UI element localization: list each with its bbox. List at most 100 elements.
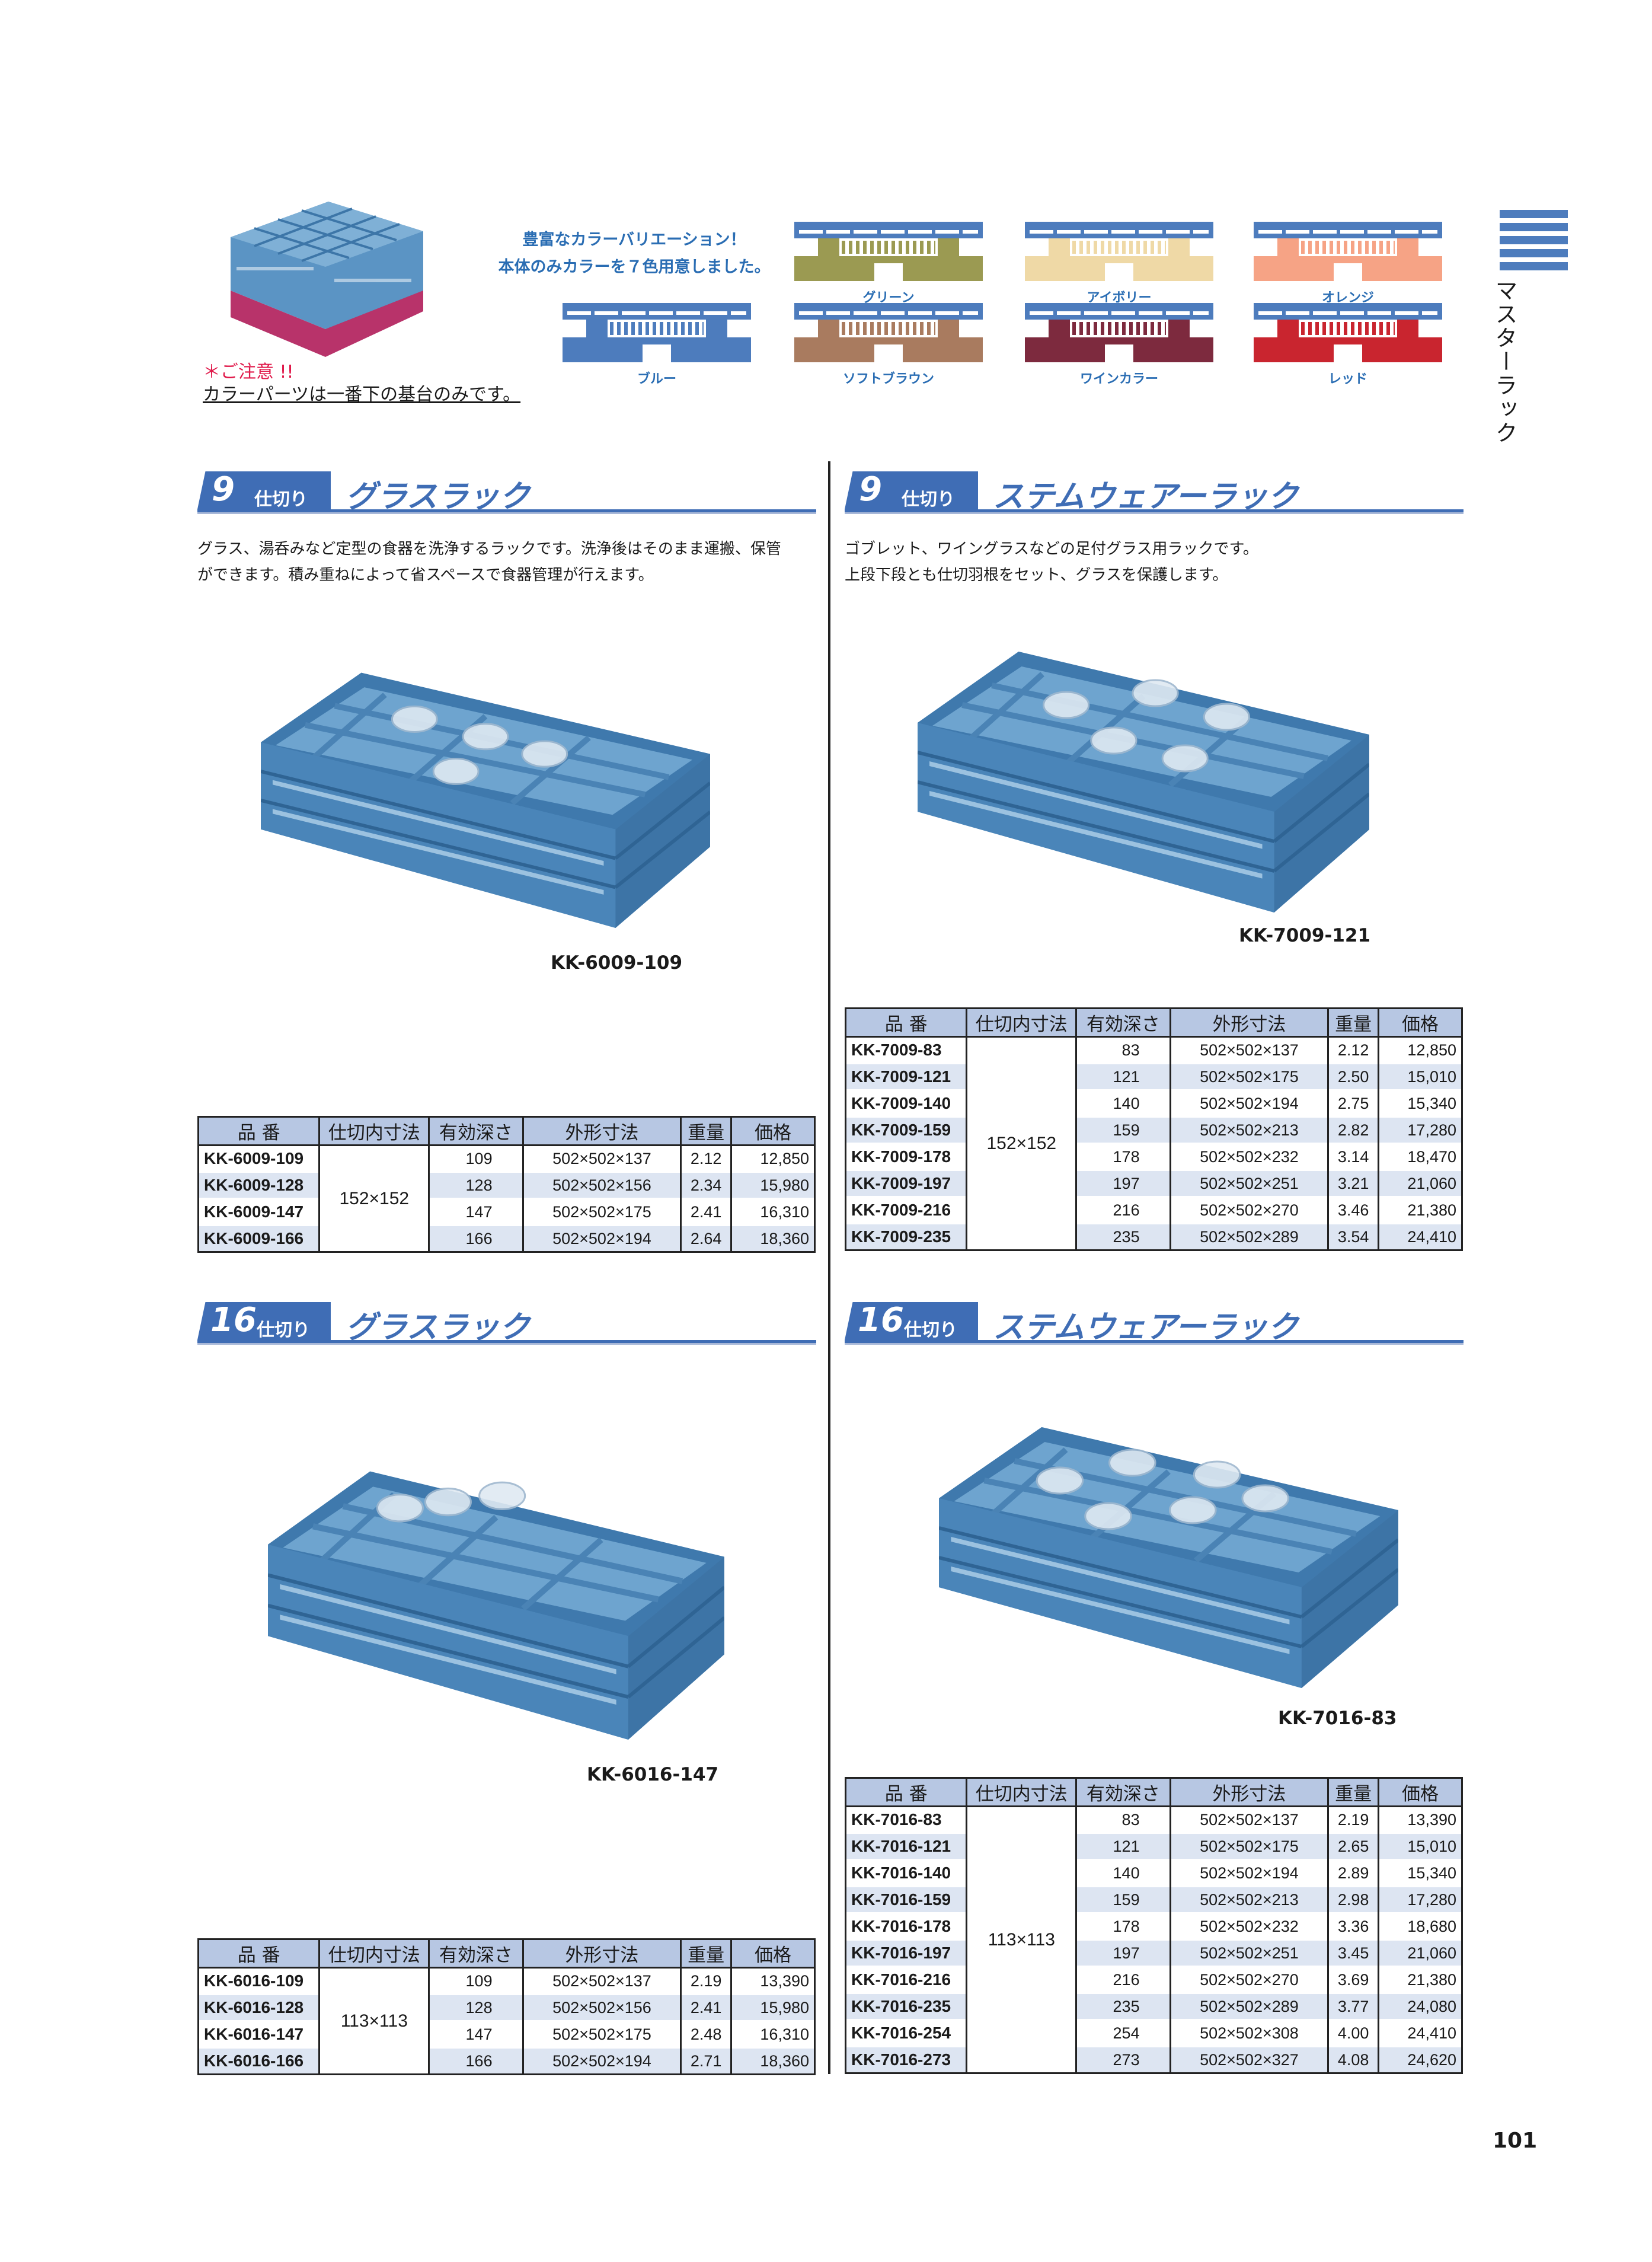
product-code: KK-7016-83 bbox=[844, 1805, 968, 1833]
color-swatch-0: グリーン bbox=[794, 222, 983, 306]
price: 12,850 bbox=[730, 1144, 816, 1172]
effective-depth: 178 bbox=[1075, 1143, 1171, 1170]
swatch-bars bbox=[1301, 241, 1395, 254]
swatch-bars bbox=[1072, 322, 1166, 335]
product-code: KK-7009-159 bbox=[844, 1116, 968, 1144]
swatch-notch bbox=[1105, 344, 1133, 362]
description-line: 上段下段とも仕切羽根をセット、グラスを保護します。 bbox=[845, 566, 1228, 584]
price: 24,080 bbox=[1378, 1992, 1463, 2020]
weight: 4.08 bbox=[1327, 2046, 1380, 2073]
column-header: 有効深さ bbox=[428, 1938, 524, 1969]
section-description: ゴブレット、ワイングラスなどの足付グラス用ラックです。上段下段とも仕切羽根をセッ… bbox=[845, 536, 1464, 588]
divider-unit: 仕切り bbox=[257, 1320, 310, 1341]
column-header: 重量 bbox=[1327, 1777, 1380, 1807]
divider-unit: 仕切り bbox=[254, 489, 308, 510]
color-swatch-4: ソフトブラウン bbox=[794, 303, 983, 387]
column-header: 外形寸法 bbox=[522, 1116, 682, 1146]
photo-model-label: KK-6009-109 bbox=[551, 952, 683, 974]
table-header-row: 品 番仕切内寸法有効深さ外形寸法重量価格 bbox=[197, 1116, 816, 1146]
weight: 3.45 bbox=[1327, 1939, 1380, 1967]
swatch-notch bbox=[1334, 263, 1362, 281]
color-label: レッド bbox=[1328, 372, 1367, 387]
effective-depth: 216 bbox=[1075, 1196, 1171, 1224]
column-header: 重量 bbox=[1327, 1007, 1380, 1038]
effective-depth: 140 bbox=[1075, 1859, 1171, 1887]
effective-depth: 109 bbox=[428, 1967, 524, 1995]
color-swatch-1: アイボリー bbox=[1025, 222, 1213, 306]
color-rack-photo bbox=[225, 202, 429, 357]
weight: 3.54 bbox=[1327, 1223, 1380, 1250]
outer-dimensions: 502×502×308 bbox=[1169, 2019, 1330, 2047]
weight: 3.46 bbox=[1327, 1196, 1380, 1224]
swatch-bars bbox=[842, 322, 935, 335]
outer-dimensions: 502×502×213 bbox=[1169, 1116, 1330, 1144]
product-code: KK-7009-235 bbox=[844, 1223, 968, 1250]
weight: 2.48 bbox=[680, 2020, 733, 2048]
weight: 2.89 bbox=[1327, 1859, 1380, 1887]
column-header: 仕切内寸法 bbox=[966, 1777, 1078, 1807]
product-code: KK-7016-159 bbox=[844, 1885, 968, 1913]
effective-depth: 197 bbox=[1075, 1169, 1171, 1197]
column-header: 有効深さ bbox=[428, 1116, 524, 1146]
product-code: KK-7009-83 bbox=[844, 1036, 968, 1064]
column-header: 有効深さ bbox=[1075, 1777, 1171, 1807]
swatch-rim bbox=[1025, 222, 1213, 238]
price: 17,280 bbox=[1378, 1885, 1463, 1913]
effective-depth: 147 bbox=[428, 2020, 524, 2048]
price: 18,360 bbox=[730, 1224, 816, 1252]
swatch-base bbox=[1025, 337, 1213, 362]
effective-depth: 128 bbox=[428, 1171, 524, 1199]
swatch-post bbox=[818, 320, 839, 337]
color-swatch-3: ブルー bbox=[563, 303, 751, 387]
effective-depth: 235 bbox=[1075, 1223, 1171, 1250]
weight: 2.71 bbox=[680, 2047, 733, 2075]
swatch-base bbox=[1254, 337, 1442, 362]
weight: 3.36 bbox=[1327, 1912, 1380, 1940]
column-header: 外形寸法 bbox=[522, 1938, 682, 1969]
product-code: KK-7016-235 bbox=[844, 1992, 968, 2020]
outer-dimensions: 502×502×270 bbox=[1169, 1196, 1330, 1224]
column-header: 外形寸法 bbox=[1169, 1777, 1330, 1807]
effective-depth: 109 bbox=[428, 1144, 524, 1172]
column-header: 重量 bbox=[680, 1938, 733, 1969]
weight: 3.14 bbox=[1327, 1143, 1380, 1170]
swatch-bars bbox=[1072, 241, 1166, 254]
price: 21,060 bbox=[1378, 1939, 1463, 1967]
divider-count: 9 bbox=[859, 470, 882, 509]
swatch-base bbox=[1025, 256, 1213, 281]
weight: 2.65 bbox=[1327, 1832, 1380, 1860]
swatch-post bbox=[1168, 238, 1190, 256]
outer-dimensions: 502×502×194 bbox=[522, 1224, 682, 1252]
outer-dimensions: 502×502×175 bbox=[1169, 1832, 1330, 1860]
swatch-post bbox=[1049, 238, 1070, 256]
color-label: アイボリー bbox=[1087, 291, 1152, 305]
price: 15,980 bbox=[730, 1993, 816, 2021]
price: 24,410 bbox=[1378, 1223, 1463, 1250]
section-title: グラスラック bbox=[346, 1310, 530, 1345]
swatch-notch bbox=[874, 263, 903, 281]
outer-dimensions: 502×502×156 bbox=[522, 1171, 682, 1199]
photo-model-label: KK-7016-83 bbox=[1278, 1708, 1397, 1729]
column-header: 価格 bbox=[1378, 1007, 1463, 1038]
weight: 2.34 bbox=[680, 1171, 733, 1199]
effective-depth: 216 bbox=[1075, 1966, 1171, 1993]
divider-inner-size: 113×113 bbox=[966, 1805, 1078, 2073]
column-divider bbox=[828, 461, 830, 2074]
swatch-bars bbox=[842, 241, 935, 254]
weight: 3.21 bbox=[1327, 1169, 1380, 1197]
product-code: KK-6009-109 bbox=[197, 1144, 321, 1172]
divider-inner-size: 113×113 bbox=[318, 1967, 430, 2075]
section-title: ステムウェアーラック bbox=[993, 1310, 1299, 1345]
price: 17,280 bbox=[1378, 1116, 1463, 1144]
